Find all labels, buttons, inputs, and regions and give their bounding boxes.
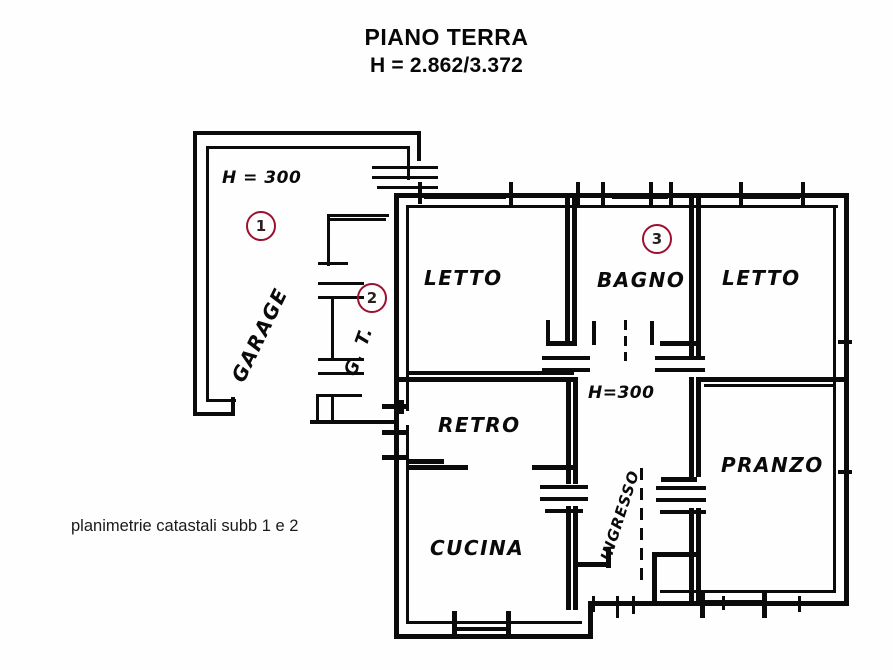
plan-walls <box>193 131 852 639</box>
subaltern-marker-3-label: 3 <box>651 230 663 248</box>
subaltern-marker-2-label: 2 <box>366 289 378 307</box>
subaltern-marker-1[interactable]: 1 <box>246 211 276 241</box>
subaltern-marker-3[interactable]: 3 <box>642 224 672 254</box>
plan-caption: planimetrie catastali subb 1 e 2 <box>71 517 299 535</box>
subaltern-marker-2[interactable]: 2 <box>357 283 387 313</box>
subaltern-marker-1-label: 1 <box>255 217 267 235</box>
